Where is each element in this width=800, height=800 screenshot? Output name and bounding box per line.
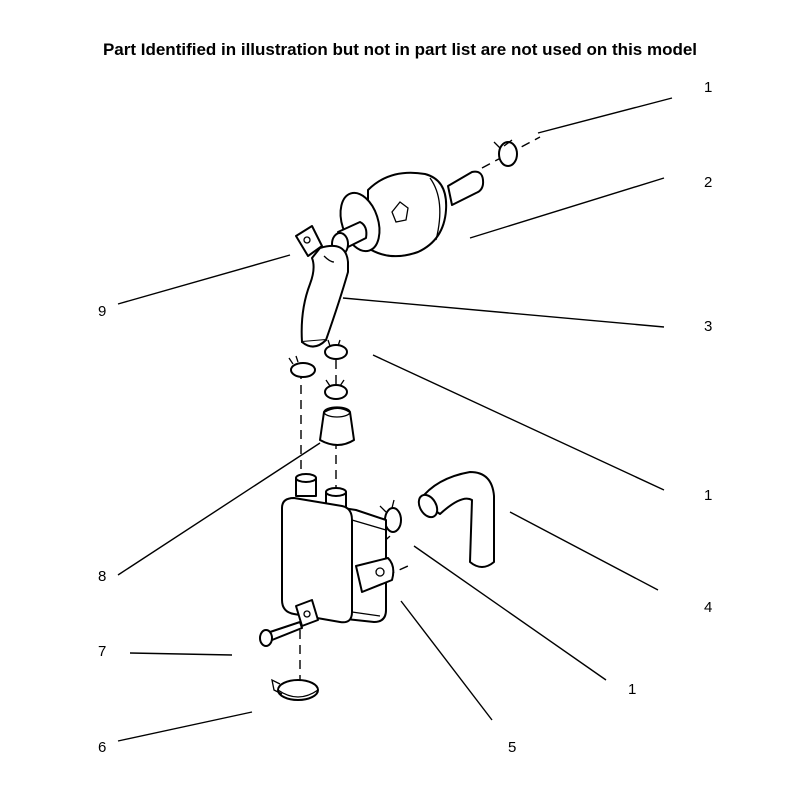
callout-4: 4	[704, 599, 712, 616]
leader-line-7	[129, 652, 233, 656]
callout-2: 2	[704, 174, 712, 191]
band-clamp	[271, 678, 319, 701]
leader-line-1-mid	[372, 354, 665, 491]
leader-line-4	[509, 511, 659, 591]
elbow-hose	[295, 225, 349, 348]
callout-labels: 1 2 9 3 1 8 4 7 1 6 5	[98, 79, 712, 756]
leader-line-2	[469, 177, 665, 239]
callout-1-top: 1	[704, 79, 712, 96]
callout-5: 5	[508, 739, 516, 756]
page-note: Part Identified in illustration but not …	[102, 40, 698, 59]
leader-line-3	[342, 297, 665, 328]
leader-line-1-top	[537, 97, 673, 134]
leader-line-8	[117, 442, 321, 576]
screw	[259, 621, 303, 647]
leader-line-9	[117, 254, 291, 305]
callout-9: 9	[98, 303, 106, 320]
callout-3: 3	[704, 318, 712, 335]
leader-line-1-low	[413, 545, 607, 681]
callout-6: 6	[98, 739, 106, 756]
callout-1-mid: 1	[704, 487, 712, 504]
leader-line-5	[400, 600, 493, 721]
fuel-tank	[281, 473, 395, 627]
leader-line-6	[117, 711, 253, 742]
hose-clamps-middle	[288, 339, 348, 400]
leader-lines	[117, 97, 673, 742]
hose-clamp-top	[493, 139, 518, 167]
rubber-cap	[319, 406, 355, 446]
callout-8: 8	[98, 568, 106, 585]
outlet-hose	[417, 471, 495, 568]
callout-1-low: 1	[628, 681, 636, 698]
fuel-filter	[337, 170, 485, 258]
callout-7: 7	[98, 643, 106, 660]
